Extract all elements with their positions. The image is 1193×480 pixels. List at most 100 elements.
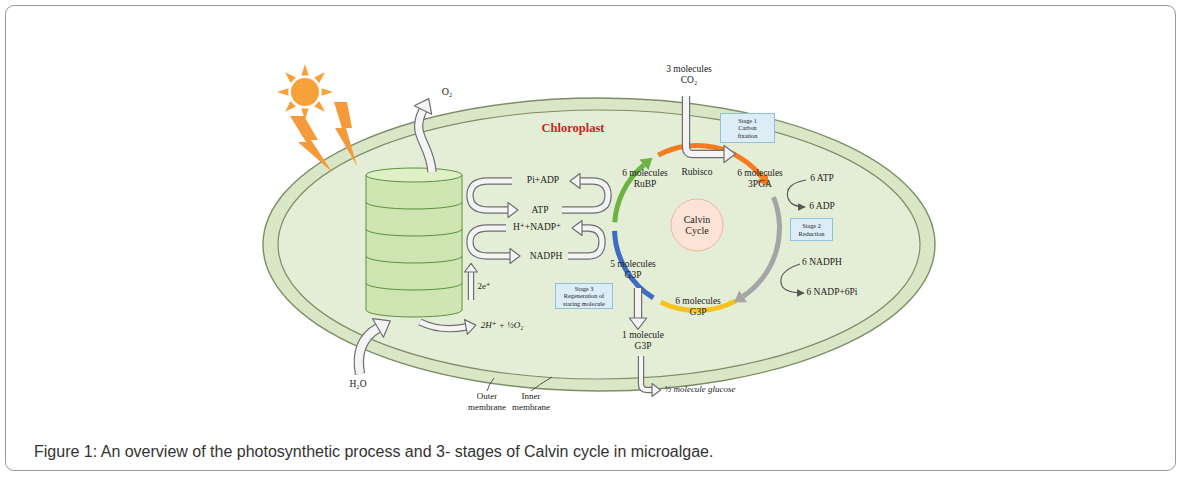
arrow-body [641,356,652,390]
arrow-outline [420,322,466,329]
stage-box: Stage 3 Regeneration of staring molecule [555,283,613,309]
sun-ray [285,101,296,112]
text-holder: Stage 3 Regeneration of staring molecule [556,284,612,308]
molecule-label: H⁺+NADP⁺ [513,222,561,233]
arrow-body [359,328,378,374]
water-input-arrow [359,319,391,374]
arrow-outline [562,181,608,210]
arrow-head [373,319,391,338]
calvin-cycle-circle: Calvin Cycle [670,198,724,252]
circle-outline [671,199,723,251]
arrow-head [724,145,735,162]
glucose-output-arrow [641,356,661,396]
nadph-synthesis-arrow [470,228,520,264]
arrow-body [635,288,641,318]
thylakoid-disc [366,229,462,236]
stage-box: Stage 1 Carbon fixation [720,113,775,143]
membrane-label: Inner membrane [511,391,551,413]
sun-ray [322,88,333,95]
node-label: Stage 3 Regeneration of staring molecule [558,285,610,307]
arrow-head [508,203,518,218]
molecule-label: 5 molecules G3P [607,259,659,282]
nadph-use-arrow [568,221,602,257]
molecule-label: 6 ATP [810,173,834,184]
molecule-label: 6 molecules RuBP [619,168,671,191]
oxygen-release-arrow [414,99,432,172]
arrow-head [414,99,431,115]
molecule-label: NADPH [530,251,563,262]
molecule-label: 6 NADP+6Pi [806,287,857,298]
lightning-bolt [334,102,357,166]
arrow-outline [470,228,510,256]
product-label: 2H⁺ + ½O₂ [481,320,524,331]
arrow-head [570,174,580,189]
atp-synthesis-arrow [470,181,518,218]
thylakoid-disc [366,256,462,263]
molecule-label: Pi+ADP [527,175,559,186]
input-label: 3 molecules CO₂ [663,64,715,87]
enzyme-label: Rubisco [681,167,712,178]
text-holder: Chloroplast [523,120,623,136]
atp-use-curve [787,180,806,207]
stack-side [366,175,367,310]
arrow-head [629,318,646,329]
arrow-outline [641,356,652,390]
product-label: O₂ [442,86,453,98]
sun-ray [285,72,296,83]
text-holder: Stage 1 Carbon fixation [721,114,774,142]
arrow-head [572,221,582,236]
lightning-bolt [290,116,332,172]
arrow-body [568,228,602,256]
arrow-body [420,322,466,329]
arrow-outline [468,272,474,300]
molecule-label: 6 ADP [809,201,835,212]
stack-body [366,175,462,310]
product-label: ½ molecule glucose [664,384,735,395]
node-label: Stage 2 Reduction [794,222,830,236]
membrane-label: Outer membrane [467,391,507,413]
chloroplast-ellipse: Chloroplast Stage 1 Carbon fixationCalvin… [262,97,936,392]
thylakoid-disc [366,202,462,209]
node-label: Stage 1 Carbon fixation [732,117,764,139]
atp-use-arrow [562,174,608,211]
stage-box: Stage 2 Reduction [790,218,833,241]
input-label: H₂O [349,379,366,390]
molecule-label: 6 molecules G3P [672,296,724,319]
arrow-body [419,110,432,172]
thylakoid-disc [366,283,462,290]
molecule-label: ATP [532,205,549,216]
arrow-body [469,272,473,300]
arrow-outline [634,288,642,318]
electron-arrow [465,263,478,300]
text-holder: Calvin Cycle [670,198,724,252]
sun-ray [301,64,308,75]
part-title: Chloroplast [542,121,605,135]
sun [277,64,333,120]
stack-bottom [366,303,462,317]
stack-top [366,168,462,182]
arrow-body [562,181,608,210]
arrow-outline [359,328,378,374]
co2-input-arrow [686,96,735,163]
sun-ray [301,109,308,120]
stack-side [462,175,463,310]
arrow-body [686,96,724,154]
nadph-use-curve [781,264,804,293]
arrow-outline [419,110,432,172]
leader-line [487,378,494,391]
sun-ray [277,88,288,95]
arrow-outline [568,228,602,256]
arrow-head [510,249,520,264]
arrow-outline [686,96,724,154]
arrow-body [470,228,510,256]
text-holder: Stage 2 Reduction [791,219,832,240]
thylakoid-stack [366,168,462,317]
molecule-label: 1 molecule G3P [618,330,668,353]
shape-outline [262,97,936,392]
node-label: Calvin Cycle [677,214,717,237]
arrow-outline [470,181,512,210]
inner-membrane [278,110,920,379]
